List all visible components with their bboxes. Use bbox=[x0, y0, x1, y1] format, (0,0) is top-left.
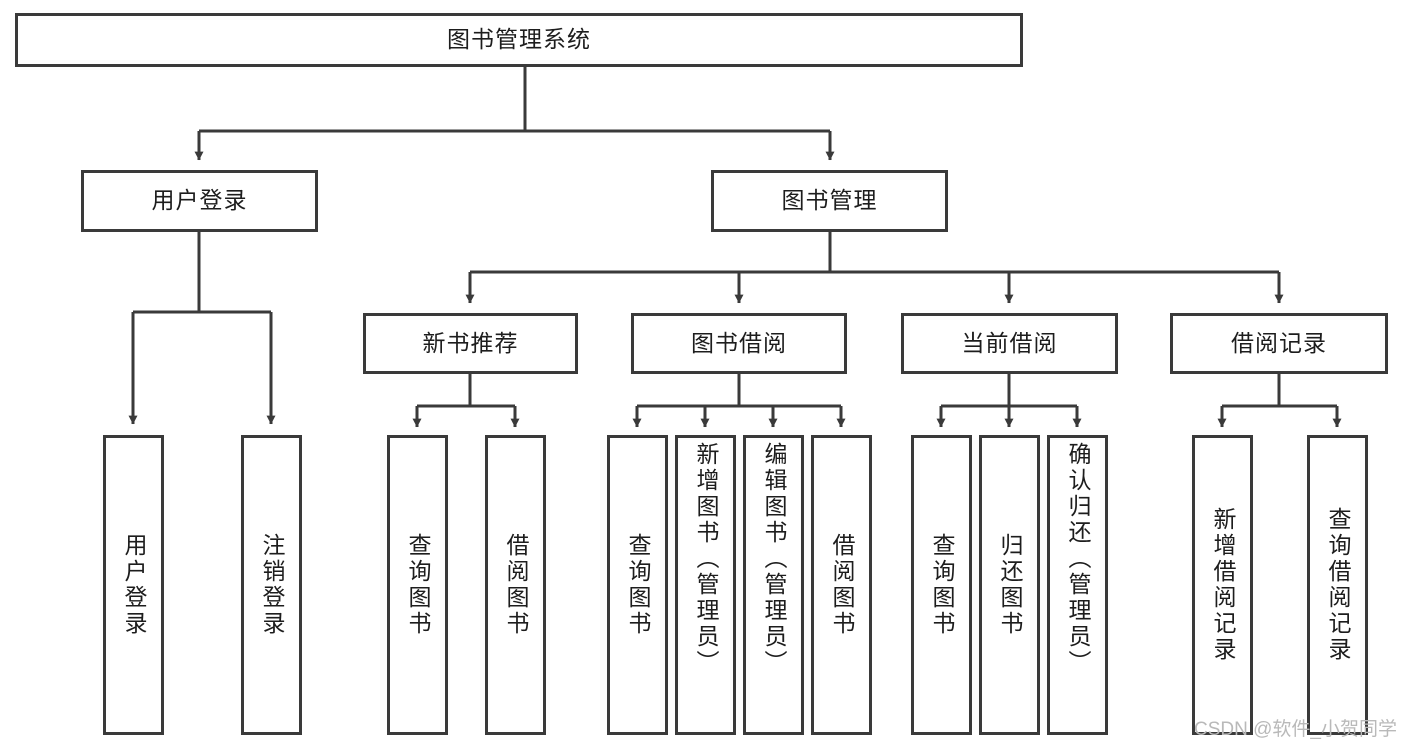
node-label: 图书管理系统 bbox=[447, 26, 591, 53]
connector-newbook-to-leaves bbox=[412, 374, 520, 428]
connector-userlogin-to-leaves bbox=[128, 232, 276, 425]
node-leaf-user-login[interactable]: 用户登录 bbox=[103, 435, 164, 735]
node-label: 图书借阅 bbox=[691, 329, 787, 356]
node-leaf-query-book-current[interactable]: 查询图书 bbox=[911, 435, 972, 735]
node-label: 借阅记录 bbox=[1231, 329, 1327, 356]
node-label: 用户登录 bbox=[121, 533, 147, 637]
node-label: 新书推荐 bbox=[422, 329, 519, 356]
node-leaf-add-borrow-record[interactable]: 新增借阅记录 bbox=[1192, 435, 1253, 735]
node-leaf-confirm-return[interactable]: 确认归还（管理员） bbox=[1047, 435, 1108, 735]
node-label: 借阅图书 bbox=[503, 533, 529, 637]
node-label: 注销登录 bbox=[259, 533, 285, 637]
connector-bookmgmt-to-level3 bbox=[465, 232, 1284, 304]
node-new-book-recommend[interactable]: 新书推荐 bbox=[363, 313, 578, 374]
node-leaf-edit-book[interactable]: 编辑图书（管理员） bbox=[743, 435, 804, 735]
node-leaf-query-book-borrow[interactable]: 查询图书 bbox=[607, 435, 668, 735]
watermark-text: CSDN @软件_小贺同学 bbox=[1194, 719, 1397, 740]
connector-root-to-level2 bbox=[194, 67, 835, 161]
node-book-borrow[interactable]: 图书借阅 bbox=[631, 313, 847, 374]
node-label: 新增借阅记录 bbox=[1210, 507, 1236, 663]
node-leaf-user-logout[interactable]: 注销登录 bbox=[241, 435, 302, 735]
node-leaf-query-borrow-record[interactable]: 查询借阅记录 bbox=[1307, 435, 1368, 735]
node-label: 归还图书 bbox=[997, 533, 1023, 637]
node-book-management[interactable]: 图书管理 bbox=[711, 170, 948, 232]
connector-currentborrow-to-leaves bbox=[936, 374, 1082, 428]
node-label: 确认归还（管理员） bbox=[1065, 442, 1091, 676]
node-label: 借阅图书 bbox=[829, 533, 855, 637]
node-leaf-add-book[interactable]: 新增图书（管理员） bbox=[675, 435, 736, 735]
connector-borrowrecord-to-leaves bbox=[1217, 374, 1342, 428]
node-borrow-record[interactable]: 借阅记录 bbox=[1170, 313, 1388, 374]
node-root-book-management-system[interactable]: 图书管理系统 bbox=[15, 13, 1023, 67]
node-leaf-borrow-book-recommend[interactable]: 借阅图书 bbox=[485, 435, 546, 735]
node-label: 当前借阅 bbox=[961, 329, 1058, 356]
node-label: 用户登录 bbox=[151, 187, 248, 214]
node-label: 查询借阅记录 bbox=[1325, 507, 1351, 663]
node-label: 查询图书 bbox=[625, 533, 651, 637]
node-leaf-borrow-book[interactable]: 借阅图书 bbox=[811, 435, 872, 735]
node-label: 查询图书 bbox=[405, 533, 431, 637]
node-label: 编辑图书（管理员） bbox=[761, 442, 787, 676]
node-label: 图书管理 bbox=[781, 187, 878, 214]
node-label: 新增图书（管理员） bbox=[693, 442, 719, 676]
node-leaf-query-book-recommend[interactable]: 查询图书 bbox=[387, 435, 448, 735]
node-user-login[interactable]: 用户登录 bbox=[81, 170, 318, 232]
node-leaf-return-book[interactable]: 归还图书 bbox=[979, 435, 1040, 735]
connector-bookborrow-to-leaves bbox=[632, 374, 846, 428]
node-label: 查询图书 bbox=[929, 533, 955, 637]
node-current-borrow[interactable]: 当前借阅 bbox=[901, 313, 1118, 374]
